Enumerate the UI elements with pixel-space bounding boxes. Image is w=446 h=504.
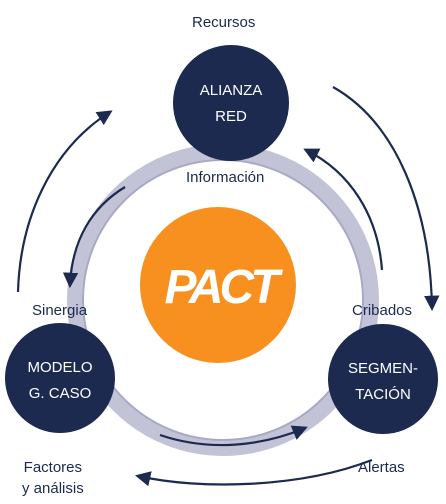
label-sinergia: Sinergia (32, 302, 88, 319)
node-modelo: MODELO G. CASO (10, 355, 110, 407)
arrow-outer-bottom (134, 458, 373, 487)
arrow-inner-right (303, 148, 384, 271)
node-segmentacion: SEGMEN- TACIÓN (333, 356, 433, 408)
arrow-outer-top-left (16, 110, 113, 293)
label-factores-line1: Factores (23, 459, 83, 476)
node-segmentacion-line2: TACIÓN (355, 386, 411, 403)
node-modelo-line2: G. CASO (28, 385, 92, 402)
label-alertas: Alertas (358, 459, 405, 476)
label-informacion: Información (186, 169, 265, 186)
arrow-inner-left (62, 186, 126, 289)
center-circle (140, 207, 296, 363)
label-cribados: Cribados (352, 302, 413, 319)
node-alianza-line2: RED (215, 108, 247, 125)
node-alianza: ALIANZA RED (181, 78, 281, 130)
pact-logo: PACT (164, 261, 283, 314)
node-modelo-line1: MODELO (27, 359, 93, 376)
node-segmentacion-line1: SEGMEN- (347, 360, 418, 377)
label-recursos: Recursos (192, 14, 256, 31)
node-modelo-circle (5, 323, 115, 433)
node-segmentacion-circle (328, 324, 438, 434)
node-alianza-circle (173, 45, 289, 161)
arrow-inner-bottom (159, 425, 308, 447)
label-factores-line2: y análisis (22, 480, 84, 497)
arrow-outer-top-right (332, 86, 440, 312)
node-alianza-line1: ALIANZA (199, 82, 263, 99)
label-factores: Factores y análisis (22, 457, 84, 499)
